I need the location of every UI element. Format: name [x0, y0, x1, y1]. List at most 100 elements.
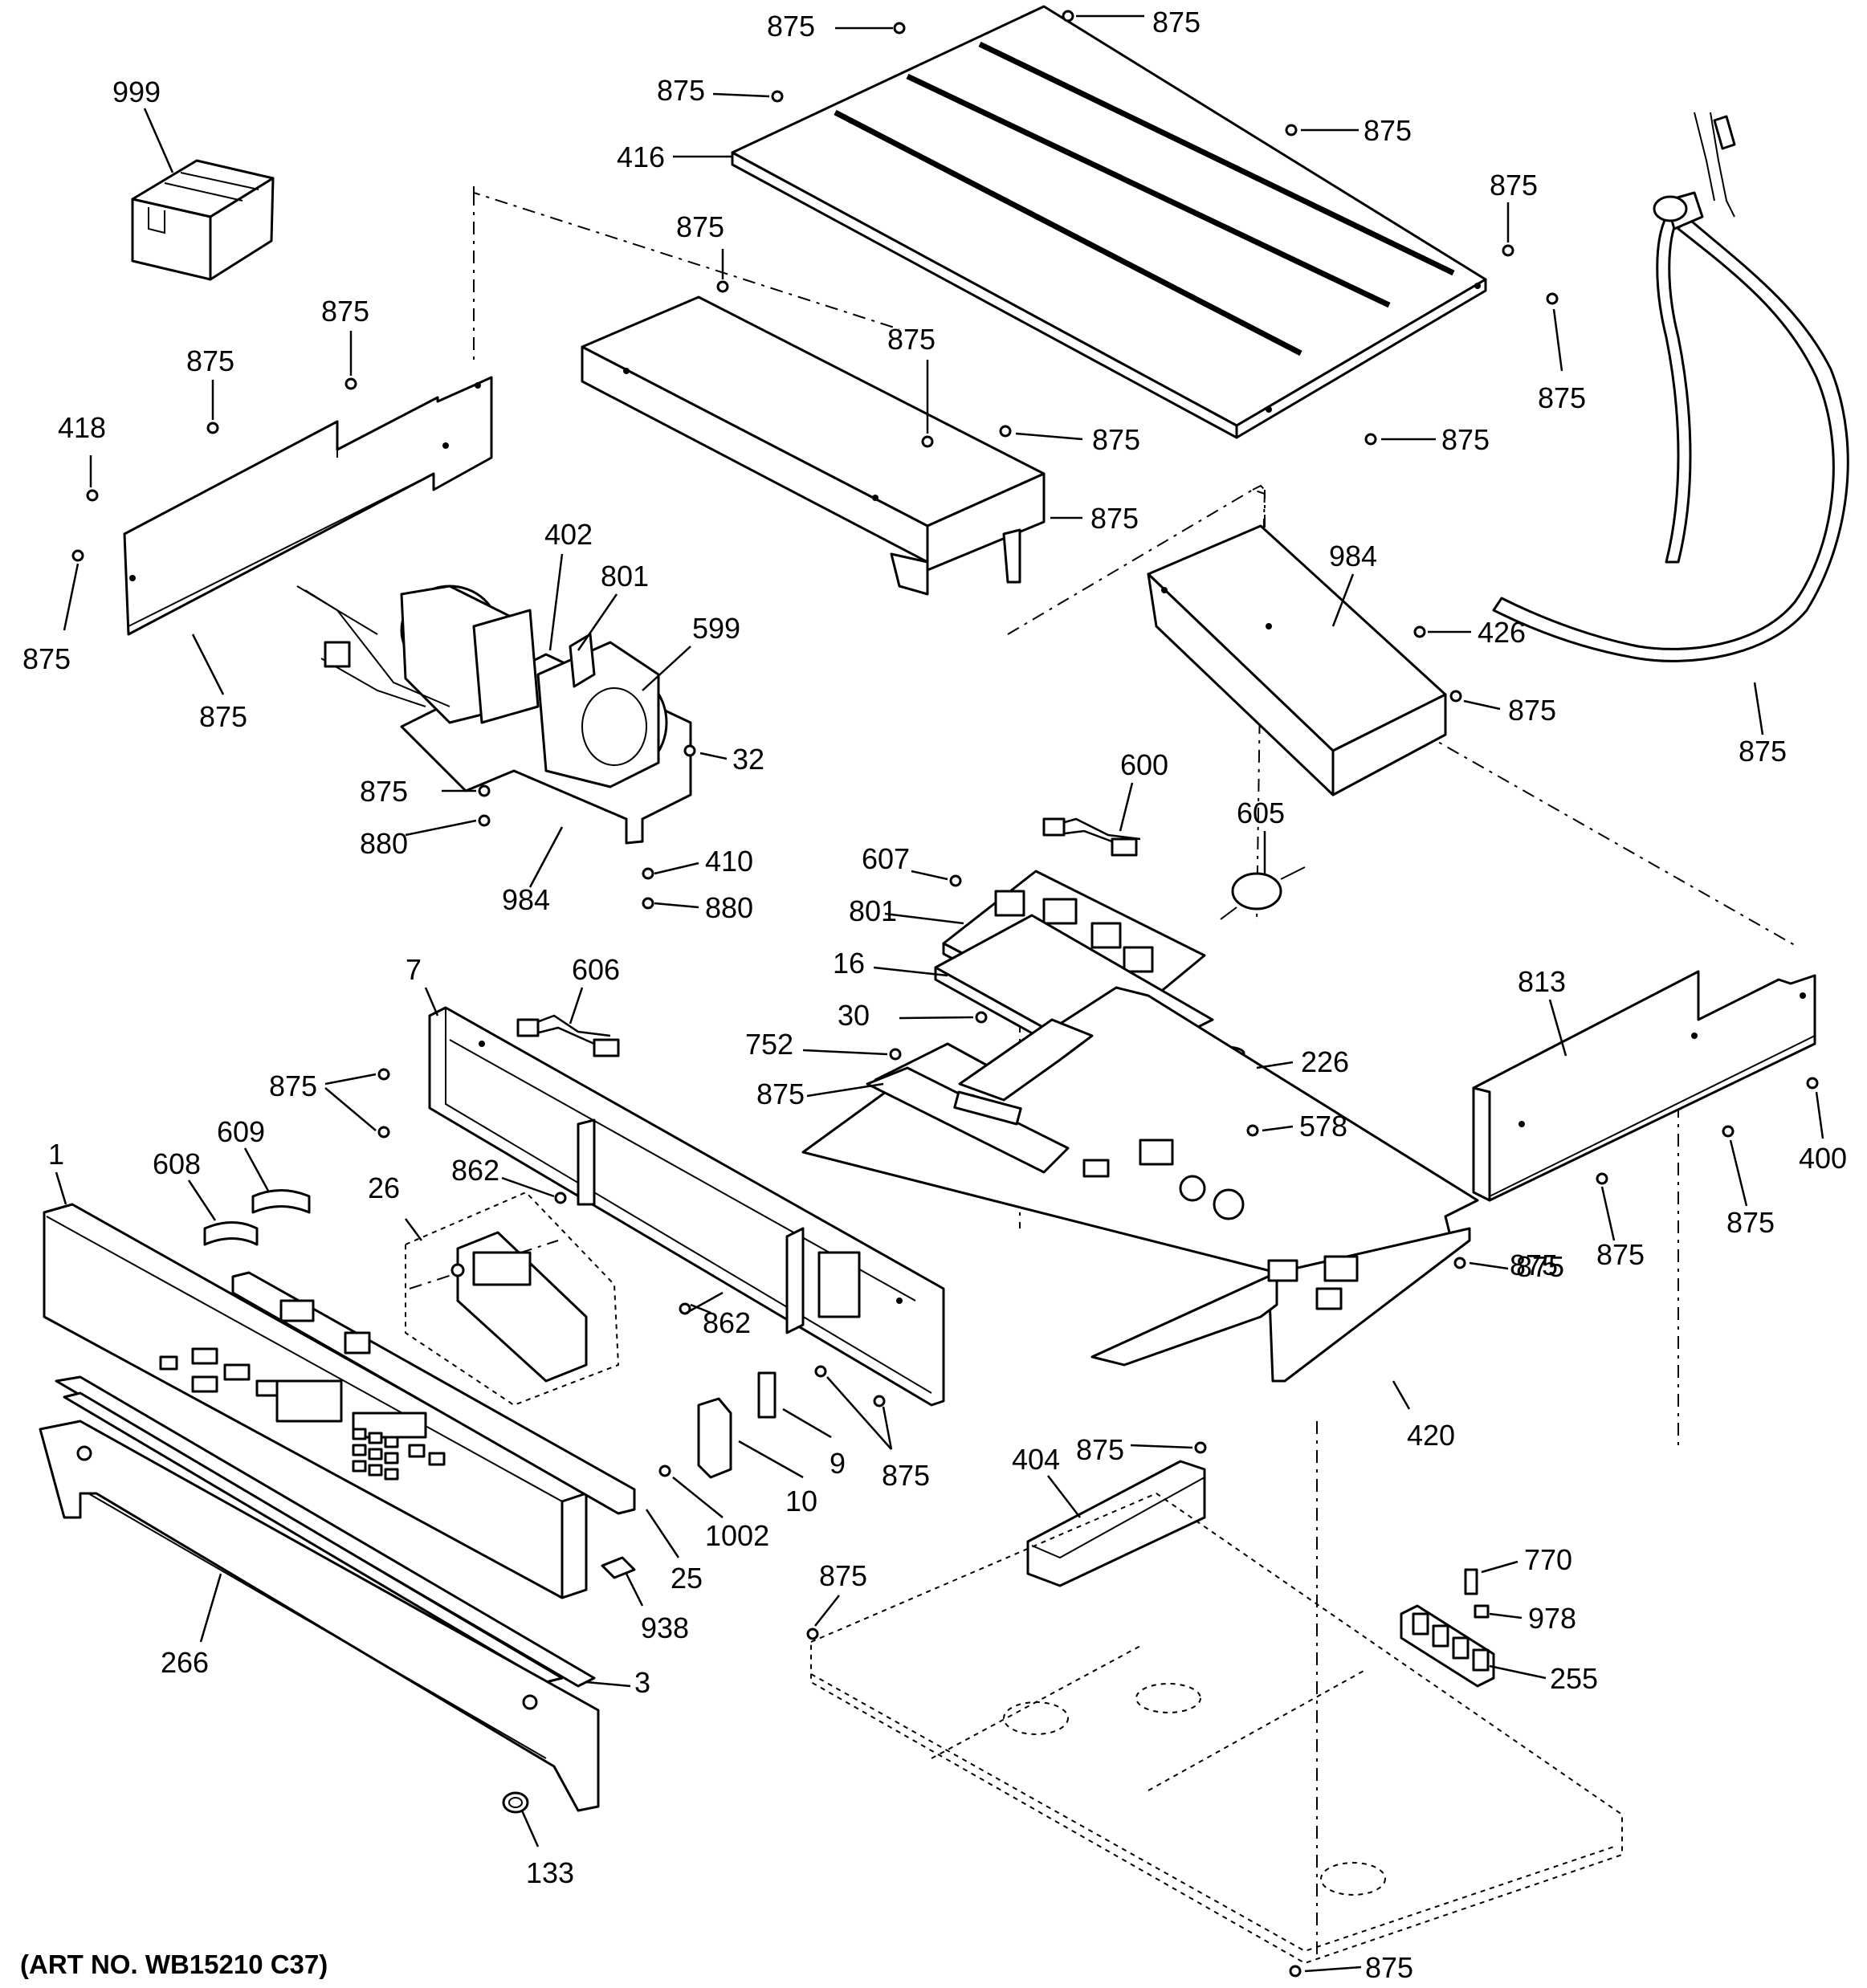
convection-fan-assembly [296, 585, 692, 845]
callout-label: 1 [48, 1138, 64, 1171]
callout-label: 608 [153, 1147, 201, 1180]
callout-label: 875 [1510, 1249, 1558, 1281]
left-rear-panel [123, 376, 493, 636]
knob-133 [502, 1791, 529, 1814]
callout-label: 418 [58, 411, 106, 444]
power-cord [1492, 112, 1849, 662]
callout-label: 875 [360, 775, 408, 808]
callout-label: 875 [767, 10, 815, 43]
callout-label: 862 [703, 1306, 751, 1339]
callout-label: 875 [186, 344, 234, 377]
art-number: (ART NO. WB15210 C37) [20, 1949, 328, 1979]
callout-label: 10 [785, 1485, 817, 1517]
callout-label: 875 [321, 295, 369, 328]
callout-label: 875 [1516, 1250, 1564, 1283]
callout-label: 880 [360, 827, 408, 860]
callout-label: 875 [269, 1069, 317, 1102]
callout-label: 875 [1152, 6, 1201, 39]
callout-label: 875 [1739, 735, 1787, 768]
callout-label: 999 [112, 75, 161, 108]
sensor-607 [1220, 866, 1306, 920]
clip-608 [203, 1221, 259, 1246]
callout-label: 875 [887, 323, 936, 356]
callout-label: 578 [1299, 1110, 1347, 1143]
callout-label: 9 [830, 1447, 846, 1480]
callout-label: 880 [705, 891, 753, 924]
control-frame [428, 1006, 945, 1407]
callout-label: 1002 [705, 1519, 769, 1552]
callout-label: 26 [368, 1171, 400, 1204]
keypad [352, 1428, 446, 1481]
callout-label: 875 [676, 210, 724, 243]
callout-label: 605 [1237, 796, 1285, 829]
bracket-226 [866, 1066, 1070, 1174]
callout-label: 25 [671, 1562, 703, 1595]
callout-label: 32 [732, 743, 764, 776]
callout-label: 607 [862, 842, 910, 875]
part-938 [601, 1556, 636, 1579]
callout-label: 813 [1518, 965, 1566, 998]
callout-label: 7 [406, 953, 422, 986]
callout-label: 875 [657, 74, 705, 107]
carton-box [131, 159, 275, 281]
callout-label: 862 [451, 1154, 499, 1187]
touch-board-25 [231, 1271, 636, 1515]
wire-harness-605 [1042, 817, 1141, 857]
part-10 [697, 1397, 732, 1479]
callout-label: 420 [1407, 1419, 1455, 1452]
screw-770 [1464, 1568, 1478, 1595]
callout-label: 875 [819, 1559, 867, 1592]
callout-label: 226 [1301, 1045, 1349, 1078]
callout-label: 875 [1092, 423, 1140, 456]
callout-label: 875 [1365, 1951, 1413, 1984]
callout-label: 609 [217, 1115, 265, 1148]
callout-label: 266 [161, 1646, 209, 1679]
callout-label: 410 [705, 845, 753, 878]
callout-label: 426 [1478, 616, 1526, 649]
callout-label: 255 [1550, 1662, 1598, 1695]
callout-label: 875 [1076, 1433, 1124, 1466]
control-board-26 [405, 1191, 620, 1407]
callout-label: 875 [756, 1078, 805, 1110]
control-panel-1 [43, 1203, 588, 1599]
callout-label: 875 [1538, 381, 1586, 414]
callout-label: 404 [1012, 1443, 1060, 1476]
callout-label: 400 [1799, 1142, 1847, 1175]
terminal-block-255 [1400, 1604, 1495, 1688]
screws [71, 10, 1819, 1978]
callout-labels: 999 875 875 875 416 875 875 875 875 875 … [22, 6, 1847, 1984]
callout-label: 875 [1490, 169, 1538, 202]
callout-label: 3 [634, 1666, 650, 1699]
callout-label: 938 [641, 1611, 689, 1644]
callout-label: 875 [1441, 423, 1490, 456]
callout-label: 875 [1596, 1238, 1645, 1271]
callout-label: 875 [1364, 114, 1412, 147]
callout-label: 30 [838, 999, 870, 1032]
callout-label: 875 [1508, 694, 1556, 727]
callout-label: 16 [833, 947, 865, 980]
callout-label: 133 [526, 1856, 574, 1889]
rear-cover [581, 295, 1046, 596]
trim-266 [39, 1420, 600, 1812]
callout-leaders [55, 14, 1824, 1973]
bracket-404 [1026, 1460, 1206, 1587]
callout-label: 752 [745, 1028, 793, 1061]
relay-bracket [1147, 524, 1447, 796]
trim-strip-3 [55, 1375, 596, 1688]
callout-label: 875 [882, 1459, 930, 1492]
wire-harness-606 [516, 1014, 620, 1057]
callout-label: 801 [601, 560, 649, 593]
callout-label: 770 [1524, 1543, 1572, 1576]
nut-978 [1474, 1604, 1490, 1619]
callout-label: 402 [544, 518, 593, 551]
callout-label: 978 [1528, 1602, 1576, 1635]
callout-label: 875 [199, 700, 247, 733]
callout-label: 875 [1726, 1206, 1775, 1239]
callout-label: 801 [849, 894, 897, 927]
callout-label: 984 [1329, 540, 1377, 572]
callout-label: 875 [22, 642, 71, 675]
clip-609 [251, 1189, 311, 1214]
callout-label: 416 [617, 141, 665, 173]
callout-label: 984 [502, 883, 550, 916]
